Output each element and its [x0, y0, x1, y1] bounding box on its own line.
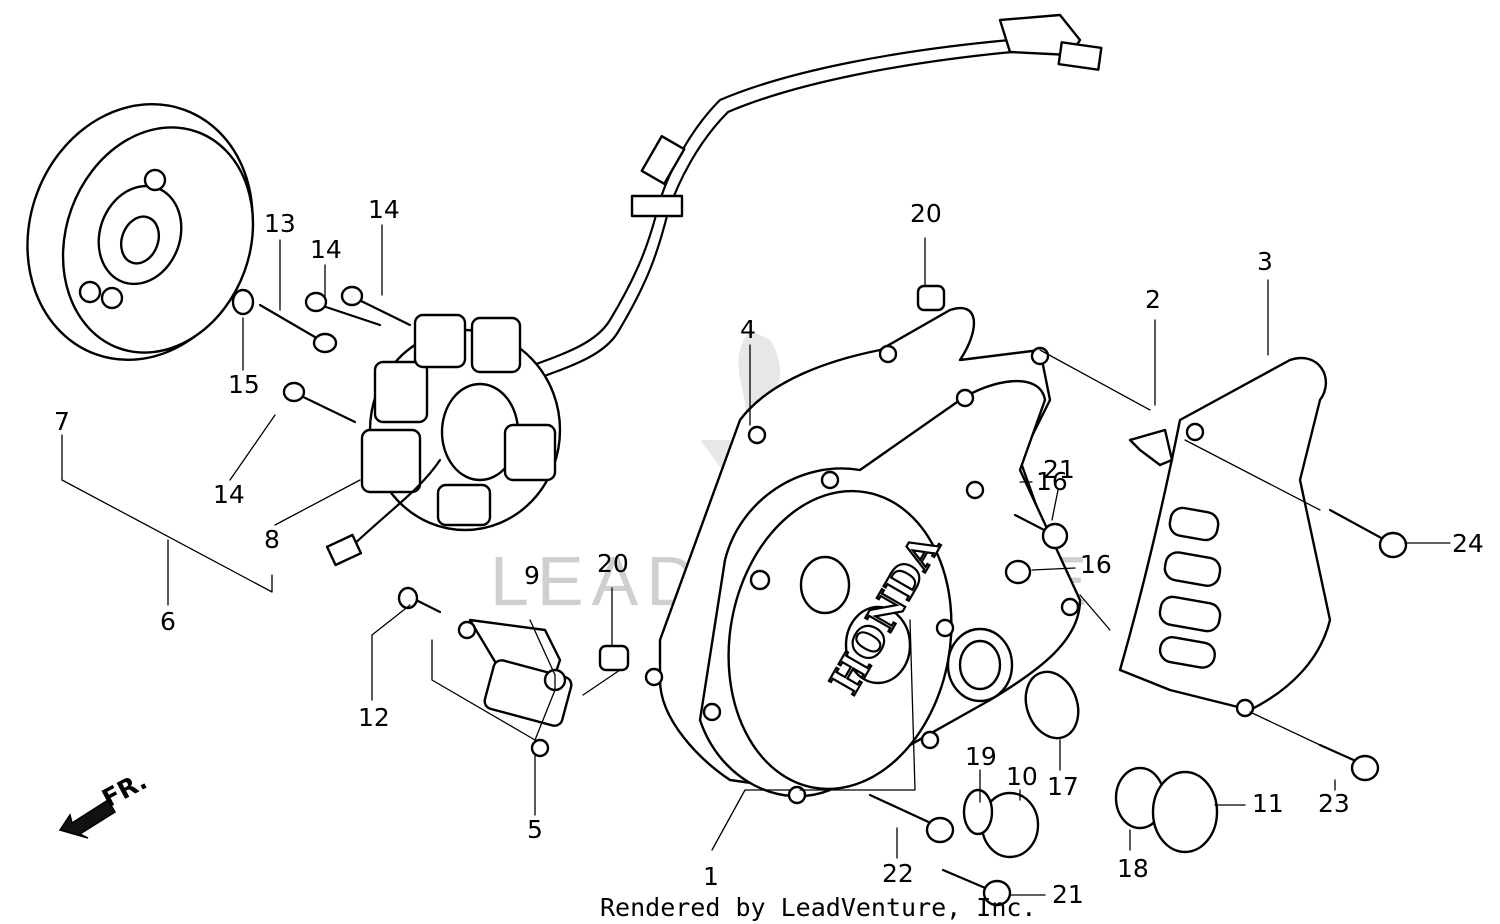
- callout-5: 5: [527, 815, 543, 844]
- wire-grommet: [630, 194, 684, 218]
- callout-12: 12: [358, 703, 390, 732]
- callout-16-b: 16: [1080, 550, 1112, 579]
- callout-13: 13: [264, 209, 296, 238]
- leader-lines: [61, 224, 1451, 896]
- callout-20-a: 20: [910, 199, 942, 228]
- callout-9: 9: [524, 561, 540, 590]
- flywheel: [26, 102, 255, 362]
- wire-harness: [518, 13, 1103, 384]
- callout-1: 1: [703, 862, 719, 891]
- callout-2: 2: [1145, 285, 1161, 314]
- cover-clip: [1128, 428, 1174, 467]
- callout-21-b: 21: [1052, 880, 1084, 909]
- oil-seal: [1024, 670, 1080, 740]
- sprocket-cover: [1118, 356, 1332, 718]
- callout-15: 15: [228, 370, 260, 399]
- callout-14-a: 14: [310, 235, 342, 264]
- timing-hole-cap: [1151, 770, 1219, 854]
- callout-21-a: 21: [1043, 455, 1075, 484]
- dowel-pin-lower: [598, 644, 630, 672]
- callout-3: 3: [1257, 247, 1273, 276]
- front-direction-arrow: FR.: [58, 766, 152, 839]
- callout-18: 18: [1117, 854, 1149, 883]
- callout-14-b: 14: [368, 195, 400, 224]
- left-crankcase-cover: HONDA: [644, 344, 1082, 805]
- callout-23: 23: [1318, 789, 1350, 818]
- callout-19: 19: [965, 742, 997, 771]
- callout-11: 11: [1252, 789, 1284, 818]
- stator-assembly: [325, 313, 562, 567]
- callout-24: 24: [1452, 529, 1484, 558]
- callout-4: 4: [740, 315, 756, 344]
- callout-labels: 1 2 3 4 5 6 7 8 9 10 11 12 13 14 14 14 1…: [54, 195, 1484, 909]
- footer-credit: Rendered by LeadVenture, Inc.: [600, 893, 1037, 922]
- callout-17: 17: [1047, 772, 1079, 801]
- wire-sleeve: [640, 134, 686, 186]
- callout-6: 6: [160, 607, 176, 636]
- cover-bolts: [868, 480, 1408, 907]
- flywheel-bolts: [231, 285, 412, 424]
- callout-10: 10: [1006, 762, 1038, 791]
- callout-7: 7: [54, 407, 70, 436]
- cap-o-ring: [962, 788, 994, 836]
- callout-8: 8: [264, 525, 280, 554]
- callout-14-c: 14: [213, 480, 245, 509]
- stator-connector: [325, 533, 363, 567]
- callout-20-b: 20: [597, 549, 629, 578]
- dowel-pin-upper: [916, 284, 946, 312]
- callout-16-a: 16: [1036, 467, 1068, 496]
- callout-22: 22: [882, 859, 914, 888]
